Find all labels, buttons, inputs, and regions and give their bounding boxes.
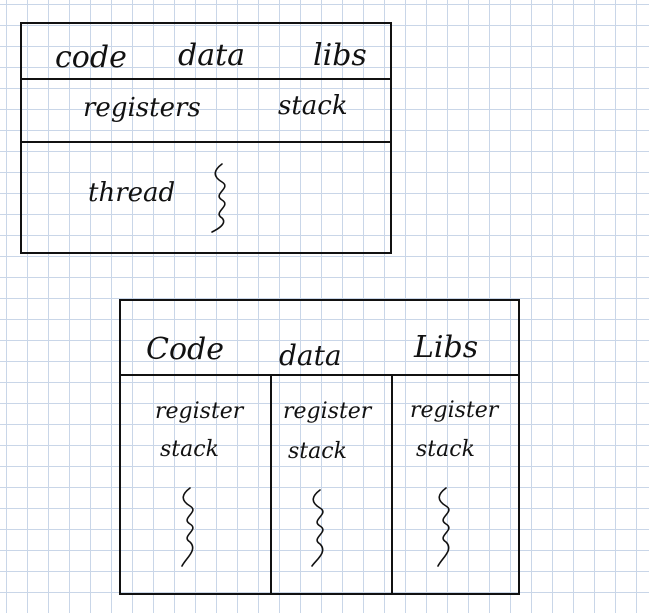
single-thread-outline — [20, 22, 392, 254]
thread-squiggle-icon — [437, 487, 450, 567]
column-3-stack-label: stack — [416, 437, 475, 462]
multi-code-label: Code — [146, 332, 224, 367]
column-1-stack-label: stack — [160, 437, 219, 462]
thread-squiggle-icon — [311, 489, 324, 567]
multi-libs-label: Libs — [413, 330, 478, 365]
multi-data-label: data — [279, 339, 342, 372]
column-2-stack-label: stack — [288, 439, 347, 464]
single-libs-label: libs — [313, 38, 367, 73]
thread-squiggle-icon — [211, 163, 226, 233]
single-thread-label: thread — [88, 178, 175, 208]
single-code-label: code — [55, 40, 127, 75]
multi-thread-outline — [119, 299, 520, 595]
thread-squiggle-icon — [181, 487, 194, 567]
single-stack-label: stack — [278, 91, 348, 121]
single-thread-diagram: code data libs registers stack thread — [20, 22, 392, 254]
column-2-register-label: register — [283, 399, 373, 424]
column-3-register-label: register — [410, 398, 500, 423]
multi-thread-diagram: Code data Libs register stack register s… — [119, 299, 520, 595]
single-registers-label: registers — [83, 93, 201, 123]
single-data-label: data — [178, 38, 245, 73]
column-1-register-label: register — [155, 399, 245, 424]
